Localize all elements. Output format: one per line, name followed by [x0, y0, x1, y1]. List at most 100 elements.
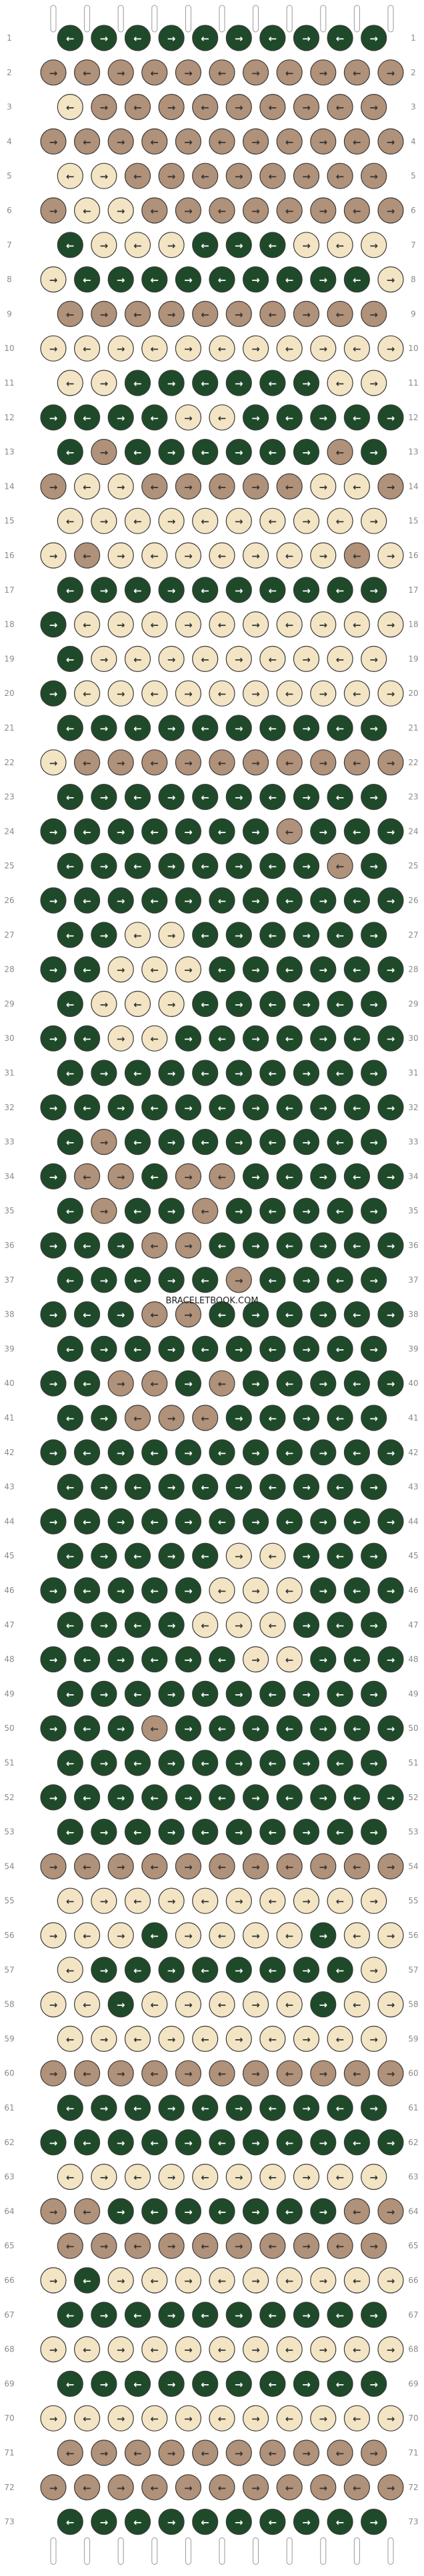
knot[interactable]: ←: [124, 2302, 151, 2328]
knot[interactable]: →: [361, 1474, 387, 1500]
knot[interactable]: →: [377, 2129, 404, 2156]
knot[interactable]: ←: [192, 715, 219, 741]
knot[interactable]: ←: [276, 749, 303, 776]
knot[interactable]: →: [243, 2336, 269, 2363]
knot[interactable]: →: [310, 818, 337, 845]
knot[interactable]: →: [91, 1405, 117, 1431]
knot[interactable]: ←: [343, 128, 371, 155]
knot[interactable]: →: [175, 1232, 201, 1259]
knot[interactable]: →: [158, 577, 185, 603]
knot[interactable]: →: [40, 2267, 67, 2294]
knot[interactable]: →: [107, 1025, 134, 1052]
knot[interactable]: ←: [259, 2439, 286, 2466]
knot[interactable]: ←: [57, 1680, 83, 1707]
knot[interactable]: ←: [327, 1887, 353, 1914]
knot[interactable]: →: [310, 1784, 337, 1811]
knot[interactable]: ←: [192, 1060, 219, 1086]
knot[interactable]: →: [293, 1680, 320, 1707]
knot[interactable]: ←: [343, 335, 371, 362]
knot[interactable]: →: [310, 266, 337, 293]
knot[interactable]: ←: [124, 2232, 151, 2259]
knot[interactable]: ←: [57, 232, 83, 258]
knot[interactable]: ←: [141, 1715, 168, 1742]
knot[interactable]: ←: [141, 2129, 168, 2156]
knot[interactable]: →: [175, 1025, 201, 1052]
knot[interactable]: ←: [343, 1715, 371, 1742]
knot[interactable]: ←: [141, 404, 168, 431]
knot[interactable]: →: [107, 2405, 134, 2431]
knot[interactable]: ←: [259, 715, 286, 741]
knot[interactable]: ←: [57, 1267, 83, 1293]
knot[interactable]: ←: [192, 94, 219, 121]
knot[interactable]: →: [243, 818, 269, 845]
knot[interactable]: →: [293, 2509, 320, 2535]
knot[interactable]: ←: [141, 1922, 168, 1949]
knot[interactable]: ←: [276, 887, 303, 914]
knot[interactable]: ←: [209, 749, 235, 776]
knot[interactable]: →: [377, 404, 404, 431]
knot[interactable]: ←: [57, 438, 83, 466]
knot[interactable]: ←: [343, 2198, 371, 2224]
knot[interactable]: →: [40, 1094, 67, 1121]
knot[interactable]: →: [91, 507, 117, 534]
knot[interactable]: ←: [209, 2198, 235, 2224]
knot[interactable]: →: [91, 1542, 117, 1569]
knot[interactable]: →: [175, 1439, 201, 1466]
knot[interactable]: →: [293, 2370, 320, 2397]
knot[interactable]: →: [40, 1370, 67, 1397]
knot[interactable]: ←: [124, 1542, 151, 1569]
knot[interactable]: →: [225, 1335, 252, 1363]
knot[interactable]: →: [361, 1197, 387, 1224]
knot[interactable]: ←: [141, 2198, 168, 2224]
knot[interactable]: ←: [276, 1301, 303, 1328]
knot[interactable]: →: [310, 1094, 337, 1121]
knot[interactable]: →: [107, 1163, 134, 1190]
knot[interactable]: →: [293, 1887, 320, 1914]
knot[interactable]: →: [40, 749, 67, 776]
knot[interactable]: ←: [327, 1128, 353, 1155]
knot[interactable]: →: [175, 128, 201, 155]
knot[interactable]: →: [175, 1301, 201, 1328]
knot[interactable]: →: [158, 25, 185, 51]
knot[interactable]: →: [158, 2302, 185, 2328]
knot[interactable]: ←: [276, 59, 303, 86]
knot[interactable]: →: [91, 2094, 117, 2121]
knot[interactable]: →: [377, 1094, 404, 1121]
knot[interactable]: →: [175, 2267, 201, 2294]
knot[interactable]: →: [91, 25, 117, 51]
knot[interactable]: →: [107, 887, 134, 914]
knot[interactable]: ←: [209, 1715, 235, 1742]
knot[interactable]: ←: [209, 1301, 235, 1328]
knot[interactable]: →: [107, 1232, 134, 1259]
knot[interactable]: →: [293, 1474, 320, 1500]
knot[interactable]: →: [225, 1405, 252, 1431]
knot[interactable]: →: [158, 1612, 185, 1638]
knot[interactable]: →: [243, 1646, 269, 1673]
knot[interactable]: ←: [192, 1819, 219, 1845]
knot[interactable]: →: [377, 2336, 404, 2363]
knot[interactable]: ←: [192, 1474, 219, 1500]
knot[interactable]: →: [91, 852, 117, 879]
knot[interactable]: →: [293, 1957, 320, 1983]
knot[interactable]: ←: [343, 266, 371, 293]
knot[interactable]: ←: [141, 1853, 168, 1879]
knot[interactable]: →: [40, 2405, 67, 2431]
knot[interactable]: ←: [141, 59, 168, 86]
knot[interactable]: →: [158, 2370, 185, 2397]
knot[interactable]: →: [361, 1060, 387, 1086]
knot[interactable]: →: [361, 577, 387, 603]
knot[interactable]: ←: [124, 715, 151, 741]
knot[interactable]: ←: [209, 1922, 235, 1949]
knot[interactable]: ←: [343, 818, 371, 845]
knot[interactable]: →: [243, 1094, 269, 1121]
knot[interactable]: →: [361, 783, 387, 810]
knot[interactable]: ←: [124, 2509, 151, 2535]
knot[interactable]: →: [158, 1819, 185, 1845]
knot[interactable]: ←: [141, 1094, 168, 1121]
knot[interactable]: →: [310, 404, 337, 431]
knot[interactable]: →: [40, 404, 67, 431]
knot[interactable]: →: [377, 1508, 404, 1534]
knot[interactable]: ←: [327, 2509, 353, 2535]
knot[interactable]: ←: [327, 1335, 353, 1363]
knot[interactable]: →: [243, 1508, 269, 1534]
